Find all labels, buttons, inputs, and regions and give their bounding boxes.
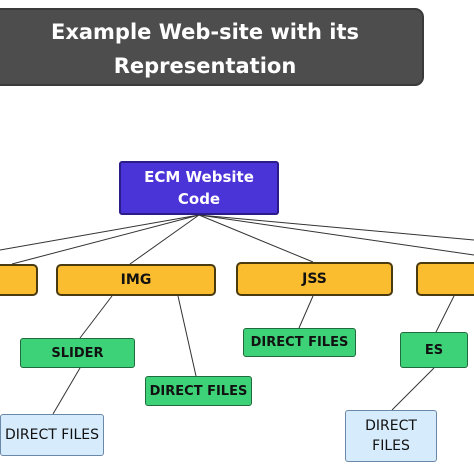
root-label-line-2: Code	[177, 190, 221, 208]
edge-right-partial-to-es	[435, 295, 455, 333]
edge-img-to-slider	[79, 295, 113, 339]
leaf-node-slider-direct-files: DIRECT FILES	[0, 414, 104, 456]
category-node-right-partial	[416, 262, 474, 296]
title-banner: Example Web-site with its Representation	[0, 8, 424, 86]
subcategory-node-jss-direct-files: DIRECT FILES	[243, 328, 356, 357]
category-node-left-partial	[0, 264, 38, 296]
category-node-img: IMG	[56, 264, 216, 296]
leaf-label-line-1: DIRECT	[365, 418, 417, 434]
edge-jss-to-direct-files	[298, 295, 314, 329]
leaf-label-line-2: FILES	[372, 438, 410, 454]
edge-slider-to-direct-files	[52, 367, 81, 415]
edge-root-to-right-partial	[198, 214, 474, 256]
title-line-2: Representation	[113, 54, 297, 78]
edge-root-to-img	[129, 214, 200, 265]
root-label-line-1: ECM Website	[144, 168, 254, 186]
leaf-node-es-direct-files: DIRECT FILES	[345, 410, 437, 462]
edge-es-to-direct-files	[391, 367, 435, 411]
edge-root-to-jss	[198, 214, 314, 263]
subcategory-node-slider: SLIDER	[20, 338, 135, 368]
root-node-ecm-website-code: ECM Website Code	[119, 161, 279, 215]
edge-root-to-right-partial-2	[198, 214, 474, 241]
title-line-1: Example Web-site with its	[50, 20, 360, 44]
subcategory-node-img-direct-files: DIRECT FILES	[145, 376, 252, 406]
edge-root-to-left-partial-2	[11, 214, 200, 265]
edge-root-to-left-partial	[0, 214, 200, 251]
subcategory-node-es: ES	[400, 332, 468, 368]
edge-img-to-direct-files	[177, 295, 197, 377]
category-node-jss: JSS	[236, 262, 393, 296]
